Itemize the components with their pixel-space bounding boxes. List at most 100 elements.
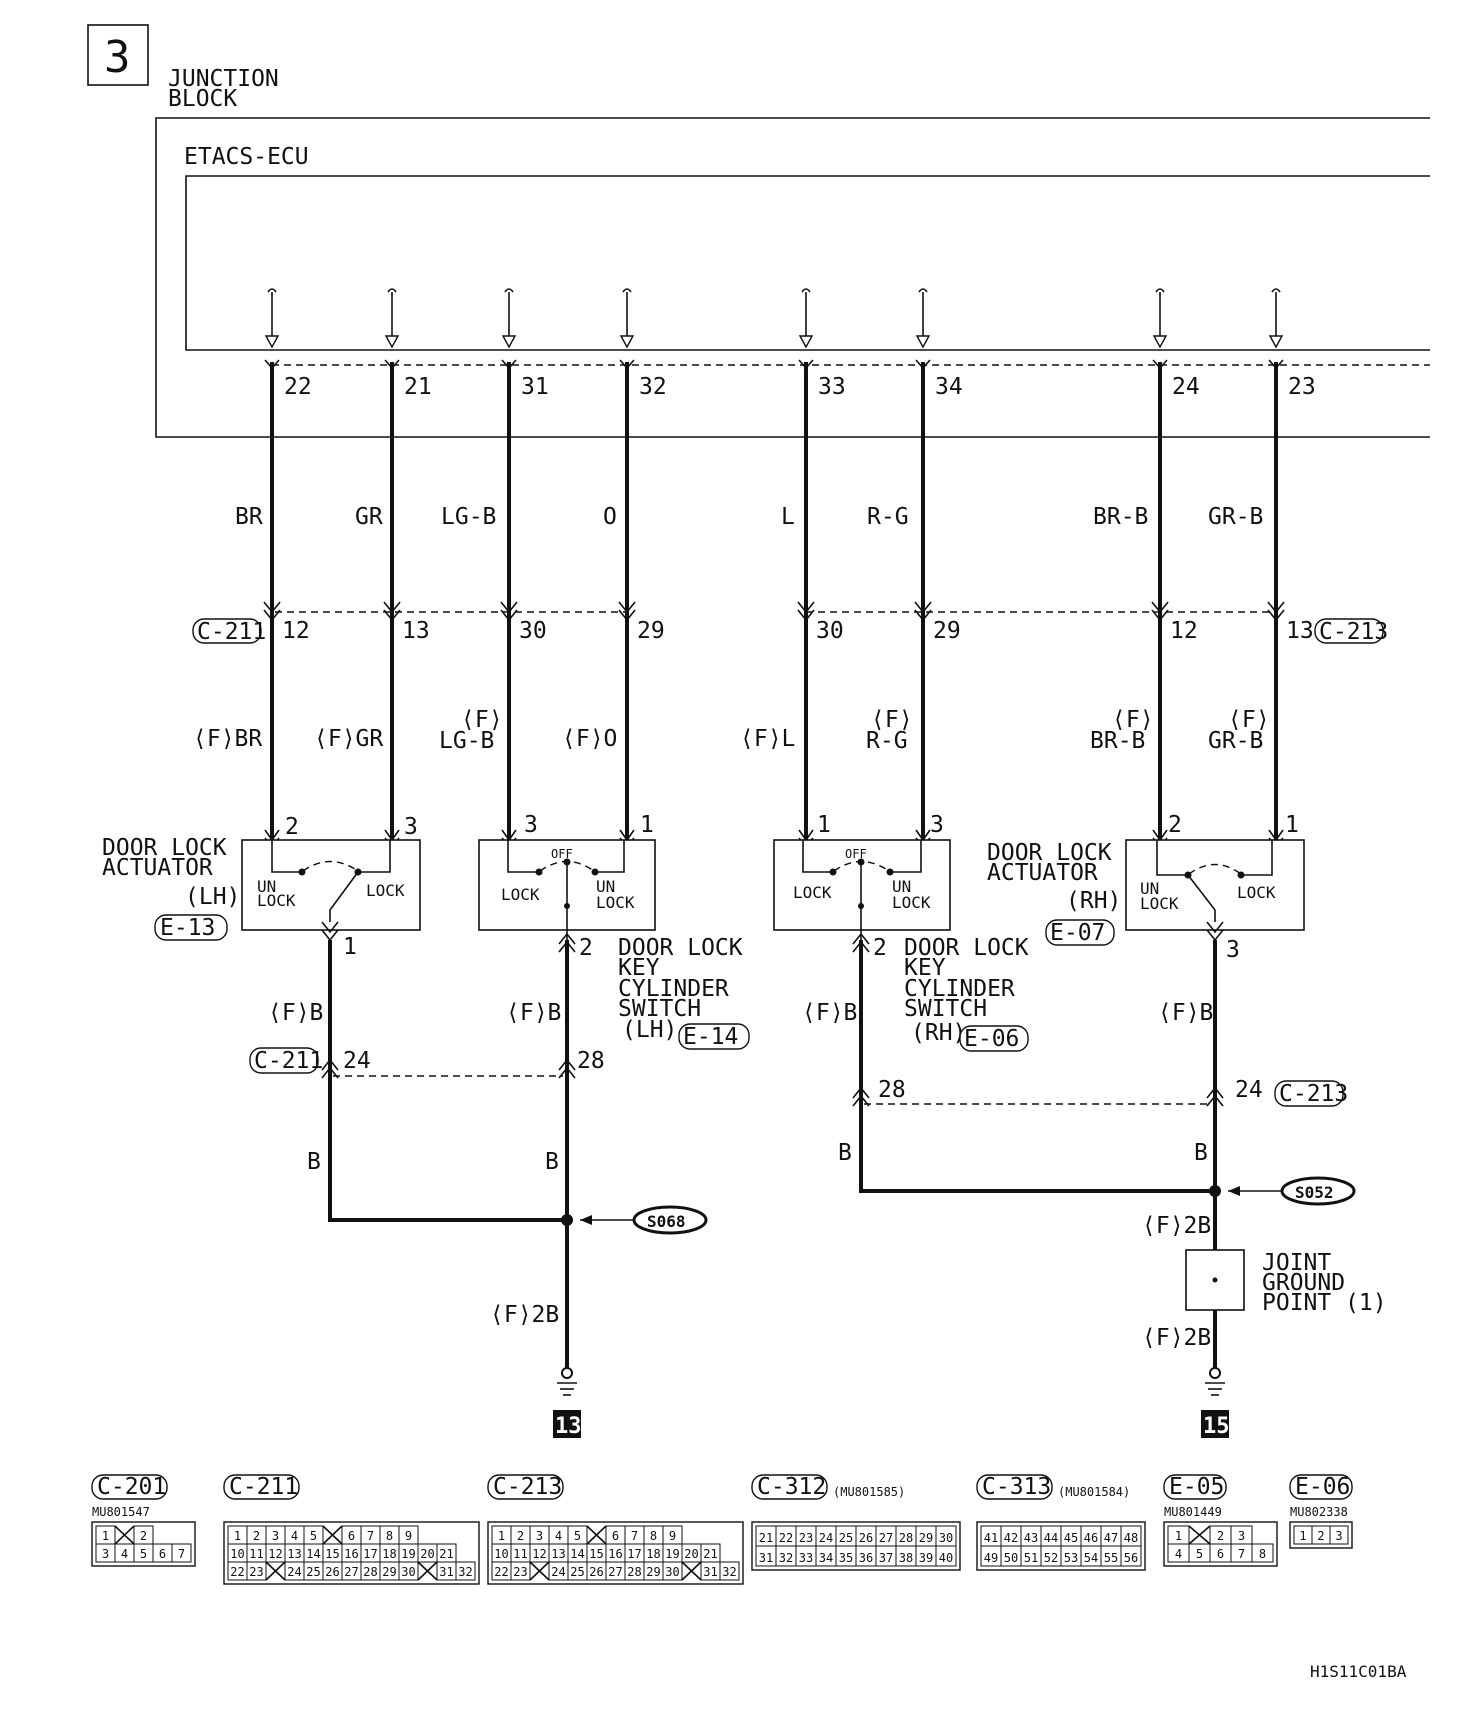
svg-text:24: 24 [287, 1565, 301, 1579]
svg-text:LOCK: LOCK [793, 883, 832, 902]
svg-text:6: 6 [1217, 1547, 1224, 1561]
wire-color-lower: ⟨F⟩L [740, 726, 795, 752]
svg-text:31: 31 [439, 1565, 453, 1579]
ecu-terminal-number: 21 [404, 374, 432, 400]
ecu-wire-column: 33L [781, 288, 846, 848]
svg-text:7: 7 [631, 1529, 638, 1543]
svg-text:S068: S068 [647, 1212, 686, 1231]
svg-text:40: 40 [939, 1551, 953, 1565]
wire-color-lower: ⟨F⟩ [1228, 707, 1270, 733]
svg-text:10: 10 [230, 1547, 244, 1561]
svg-text:18: 18 [646, 1547, 660, 1561]
svg-text:20: 20 [684, 1547, 698, 1561]
svg-text:27: 27 [608, 1565, 622, 1579]
svg-text:2: 2 [1317, 1529, 1324, 1543]
svg-text:24: 24 [819, 1531, 833, 1545]
svg-text:46: 46 [1084, 1531, 1098, 1545]
svg-text:5: 5 [140, 1547, 147, 1561]
svg-text:4: 4 [1175, 1547, 1182, 1561]
svg-text:6: 6 [612, 1529, 619, 1543]
svg-text:26: 26 [859, 1531, 873, 1545]
svg-text:DOOR LOCK: DOOR LOCK [904, 935, 1029, 961]
e14-tag [678, 1023, 750, 1050]
svg-text:1: 1 [498, 1529, 505, 1543]
svg-text:41: 41 [984, 1531, 998, 1545]
svg-text:14: 14 [306, 1547, 320, 1561]
svg-text:44: 44 [1044, 1531, 1058, 1545]
device-pin: 1 [817, 812, 831, 838]
svg-text:48: 48 [1124, 1531, 1138, 1545]
svg-text:POINT (1): POINT (1) [1262, 1290, 1387, 1316]
svg-text:(MU801585): (MU801585) [833, 1485, 905, 1499]
svg-text:55: 55 [1104, 1551, 1118, 1565]
svg-text:3: 3 [1335, 1529, 1342, 1543]
svg-text:25: 25 [306, 1565, 320, 1579]
svg-text:⟨F⟩B: ⟨F⟩B [1158, 1000, 1213, 1026]
e13-tag [154, 914, 228, 941]
svg-text:3: 3 [1238, 1529, 1245, 1543]
svg-text:25: 25 [839, 1531, 853, 1545]
svg-text:42: 42 [1004, 1531, 1018, 1545]
svg-text:50: 50 [1004, 1551, 1018, 1565]
midconnector-pin: 13 [1286, 618, 1314, 644]
e06-tag [959, 1025, 1029, 1052]
svg-text:9: 9 [669, 1529, 676, 1543]
svg-text:KEY: KEY [904, 955, 946, 981]
wire-color-lower: ⟨F⟩ [461, 707, 503, 733]
svg-text:23: 23 [513, 1565, 527, 1579]
midconnector-pin: 29 [933, 618, 961, 644]
device-pin: 3 [404, 814, 418, 840]
door-lock-actuator-lh: DOOR LOCK ACTUATOR (LH) E-13 UN LOCK LOC… [102, 835, 421, 960]
svg-text:C-313: C-313 [982, 1474, 1051, 1500]
svg-text:16: 16 [608, 1547, 622, 1561]
svg-text:8: 8 [386, 1529, 393, 1543]
svg-text:32: 32 [779, 1551, 793, 1565]
svg-text:51: 51 [1024, 1551, 1038, 1565]
svg-text:UN: UN [257, 877, 276, 896]
wire-color-upper: L [781, 504, 795, 530]
svg-text:27: 27 [344, 1565, 358, 1579]
svg-text:E-05: E-05 [1169, 1474, 1224, 1500]
svg-text:C-211: C-211 [197, 619, 266, 645]
svg-text:1: 1 [234, 1529, 241, 1543]
wire-color-upper: LG-B [441, 504, 496, 530]
svg-text:5: 5 [574, 1529, 581, 1543]
svg-text:2: 2 [253, 1529, 260, 1543]
svg-text:30: 30 [401, 1565, 415, 1579]
svg-text:13: 13 [287, 1547, 301, 1561]
svg-text:(LH): (LH) [622, 1017, 677, 1043]
svg-text:29: 29 [382, 1565, 396, 1579]
device-pin: 3 [930, 812, 944, 838]
svg-text:31: 31 [759, 1551, 773, 1565]
ground-wiring: ⟨F⟩B ⟨F⟩B ⟨F⟩B ⟨F⟩B C-211 24 28 28 24 C-… [249, 921, 1387, 1439]
svg-text:26: 26 [589, 1565, 603, 1579]
svg-text:22: 22 [494, 1565, 508, 1579]
svg-text:⟨F⟩B: ⟨F⟩B [268, 1000, 323, 1026]
svg-text:47: 47 [1104, 1531, 1118, 1545]
svg-text:MU802338: MU802338 [1290, 1505, 1348, 1519]
svg-text:3: 3 [272, 1529, 279, 1543]
svg-text:C-211: C-211 [254, 1048, 323, 1074]
svg-text:36: 36 [859, 1551, 873, 1565]
svg-text:3: 3 [102, 1547, 109, 1561]
ecu-terminal-number: 31 [521, 374, 549, 400]
junction-block-label: JUNCTION [168, 66, 279, 92]
device-pin: 3 [524, 812, 538, 838]
svg-text:(LH): (LH) [185, 884, 240, 910]
svg-text:11: 11 [513, 1547, 527, 1561]
svg-text:E-14: E-14 [683, 1024, 738, 1050]
svg-text:2: 2 [1217, 1529, 1224, 1543]
junction-block-label-2: BLOCK [168, 86, 237, 112]
svg-text:13: 13 [555, 1414, 582, 1439]
svg-text:B: B [1194, 1140, 1208, 1166]
splice-s052 [1280, 1176, 1356, 1206]
wire-color-lower: ⟨F⟩GR [314, 726, 383, 752]
svg-text:23: 23 [799, 1531, 813, 1545]
